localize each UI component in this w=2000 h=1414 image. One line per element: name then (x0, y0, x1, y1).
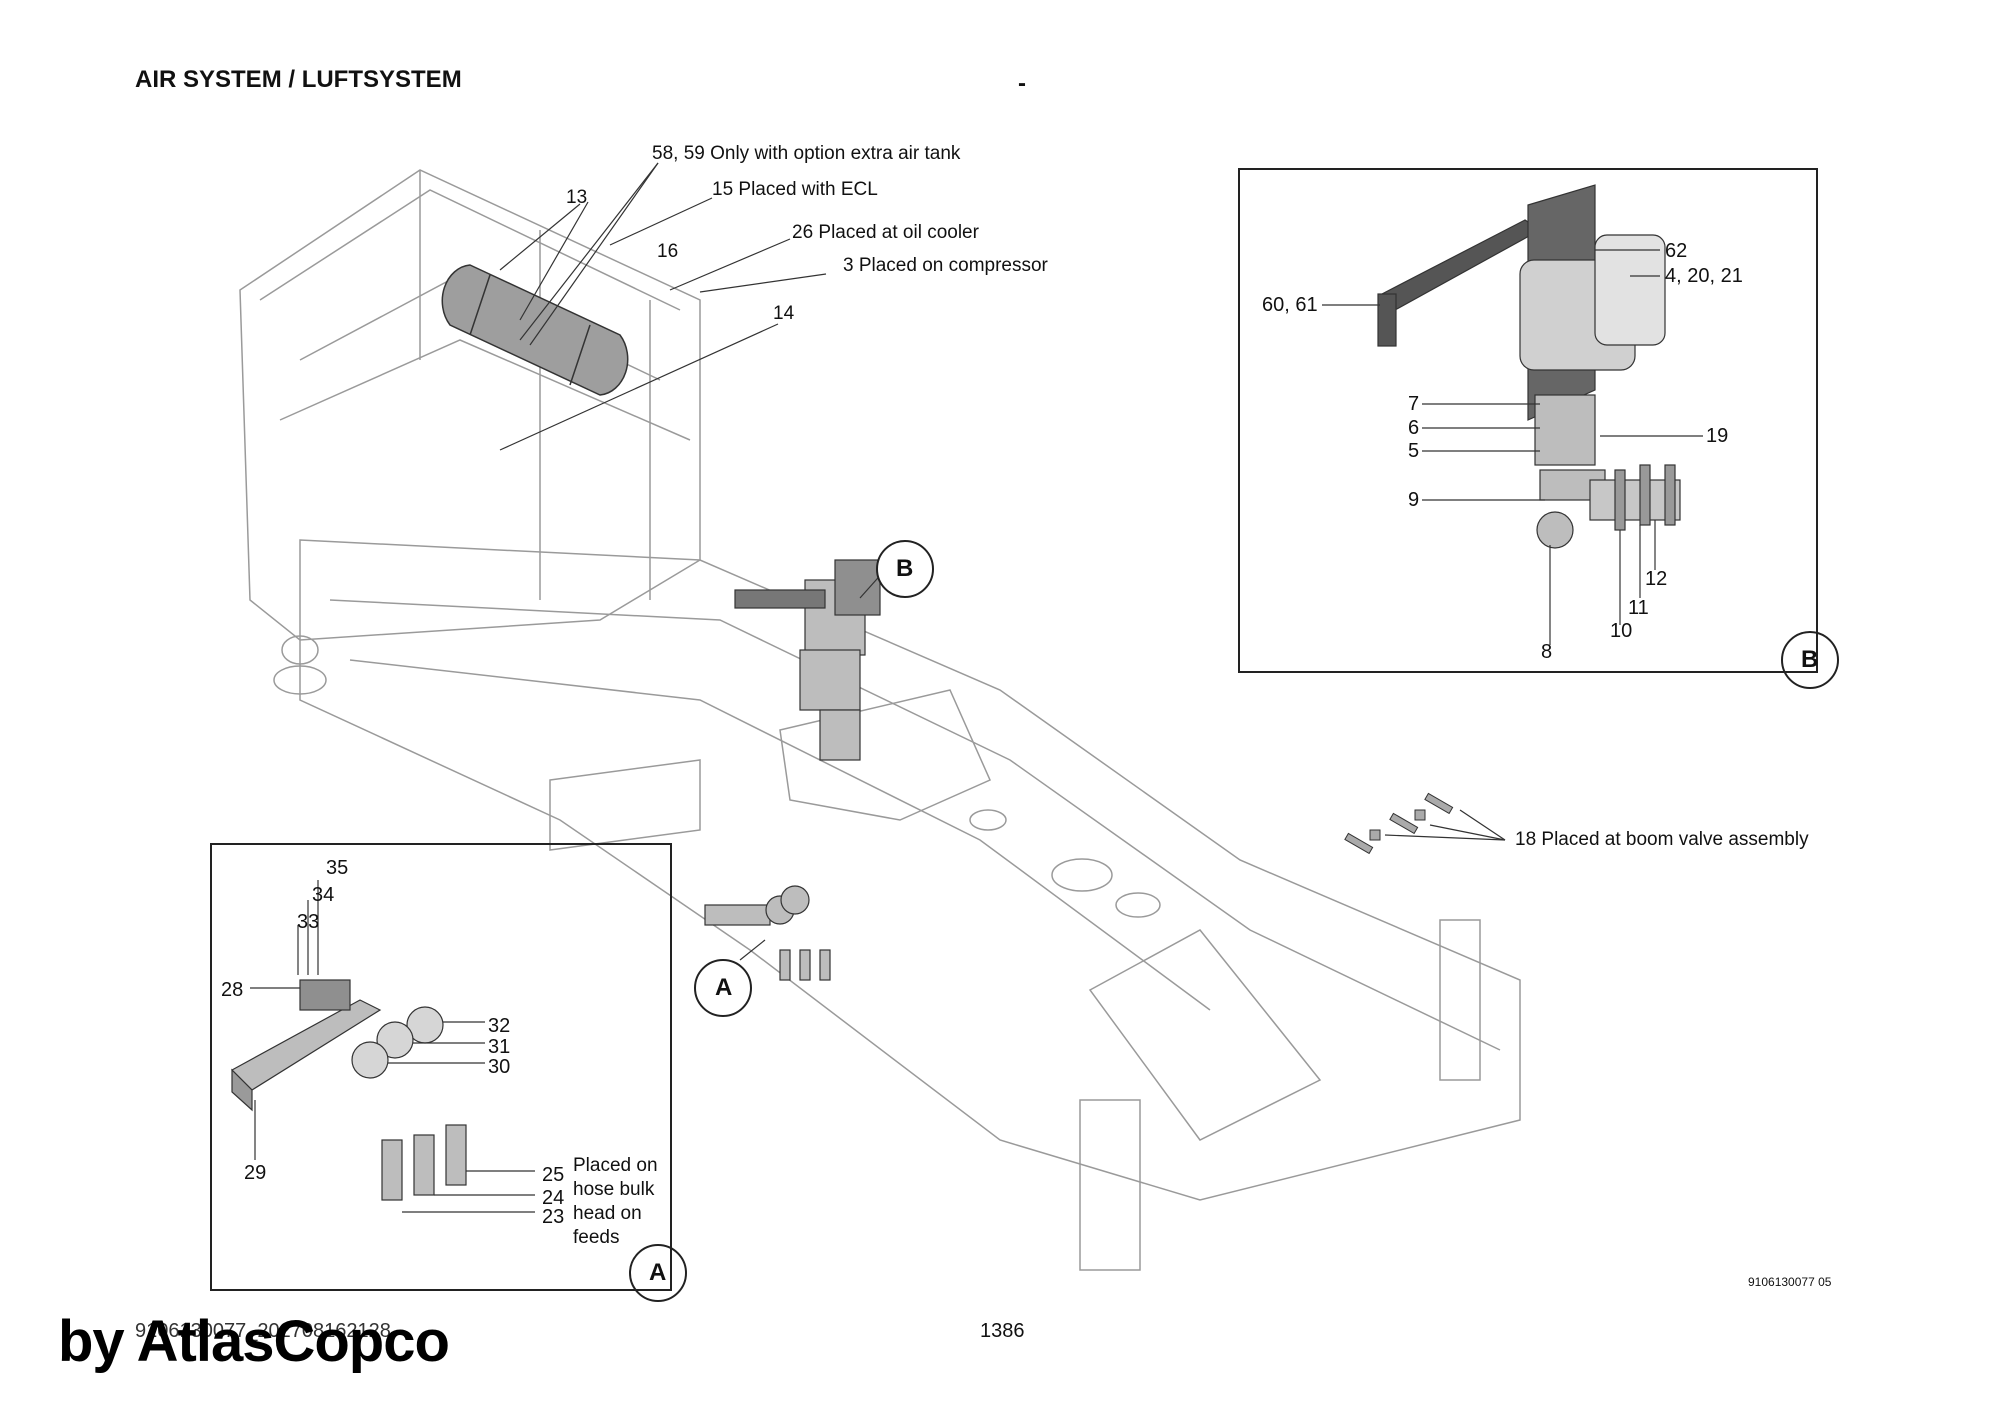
main-leader-lines (499, 162, 1506, 961)
label-4-20-21: 4, 20, 21 (1665, 265, 1743, 287)
label-29: 29 (244, 1162, 267, 1184)
header-dash: - (1018, 70, 1026, 97)
detail-a-frame (210, 843, 672, 1291)
detail-b-corner-label: B (1801, 646, 1819, 673)
detail-a-drawing (231, 979, 467, 1201)
detail-a-leader-lines (250, 880, 535, 1213)
callout-58-59: 58, 59 Only with option extra air tank (652, 143, 961, 164)
label-28: 28 (221, 979, 244, 1001)
label-35: 35 (326, 857, 349, 879)
file-id: 9106130077_202708162128 (135, 1320, 391, 1342)
page-number: 1386 (980, 1320, 1025, 1342)
detail-b-drawing (1377, 184, 1681, 549)
label-60-61: 60, 61 (1262, 294, 1318, 316)
view-b-marker: B (896, 555, 914, 582)
label-34: 34 (312, 884, 335, 906)
label-25: 25 (542, 1164, 565, 1186)
label-19: 19 (1706, 425, 1729, 447)
callout-13: 13 (566, 187, 588, 208)
label-23: 23 (542, 1206, 565, 1228)
view-a-marker: A (715, 974, 733, 1001)
label-62: 62 (1665, 240, 1688, 262)
detail-a-corner-label: A (649, 1259, 667, 1286)
label-33: 33 (297, 911, 320, 933)
valve-group-a (704, 885, 831, 981)
detail-b-leader-lines (1322, 249, 1703, 645)
machine-frame (239, 169, 1521, 1271)
air-tank (441, 264, 629, 396)
document-number: 9106130077 05 (1748, 1275, 1832, 1289)
label-32: 32 (488, 1015, 511, 1037)
callout-18: 18 Placed at boom valve assembly (1515, 829, 1809, 850)
page-title: AIR SYSTEM / LUFTSYSTEM (135, 66, 462, 93)
label-6: 6 (1408, 417, 1420, 439)
callout-26: 26 Placed at oil cooler (792, 222, 979, 243)
label-5: 5 (1408, 440, 1420, 462)
detail-b-frame (1238, 168, 1818, 673)
callout-16: 16 (657, 241, 679, 262)
view-markers (629, 540, 1839, 1302)
label-12: 12 (1645, 568, 1668, 590)
central-valve-assembly (734, 559, 881, 761)
callout-15: 15 Placed with ECL (712, 179, 878, 200)
callout-3: 3 Placed on compressor (843, 255, 1048, 276)
label-7: 7 (1408, 393, 1420, 415)
detail-a-note: Placed on hose bulk head on feeds (573, 1155, 658, 1248)
label-24: 24 (542, 1187, 565, 1209)
watermark: by AtlasCopco (58, 1309, 450, 1374)
label-11: 11 (1628, 597, 1649, 619)
callout-14: 14 (773, 303, 795, 324)
label-31: 31 (488, 1036, 511, 1058)
boom-valve-fittings (1344, 792, 1454, 855)
label-9: 9 (1408, 489, 1420, 511)
label-30: 30 (488, 1056, 511, 1078)
label-8: 8 (1541, 641, 1553, 663)
label-10: 10 (1610, 620, 1633, 642)
